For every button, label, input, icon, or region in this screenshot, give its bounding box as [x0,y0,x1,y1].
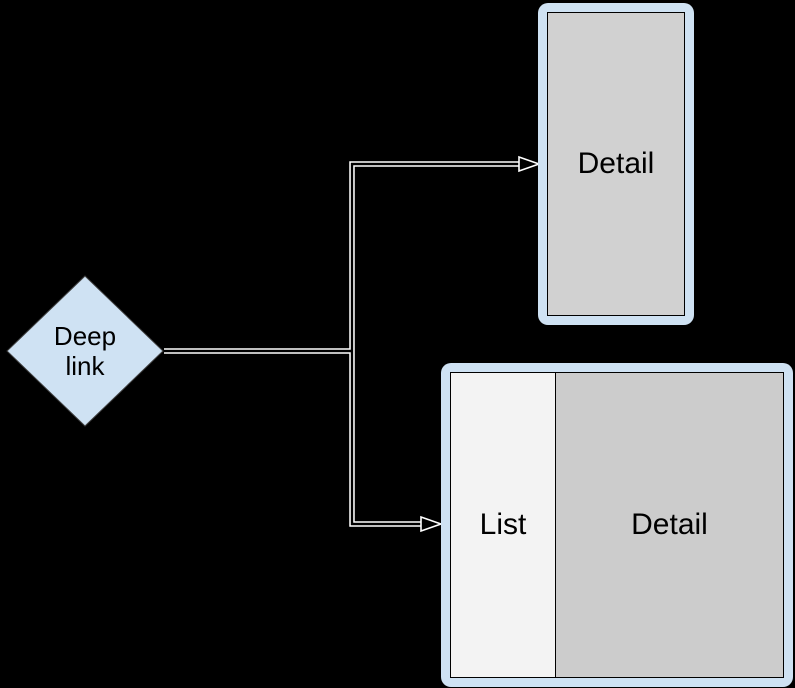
connector-core-group [164,162,521,526]
connector-to-detail-core [350,162,521,351]
list-detail-screen-frame: List Detail [441,363,793,687]
deep-link-label: Deep link [53,321,117,381]
arrowhead-to-list-detail-icon [420,515,444,533]
list-pane: List [450,372,555,678]
connector-to-detail-casing [349,161,521,351]
detail-screen-frame: Detail [538,3,694,325]
detail-screen-label: Detail [577,147,655,180]
detail-pane-label: Detail [631,508,708,541]
arrowhead-to-detail-icon [518,155,542,173]
detail-screen-pane: Detail [547,12,685,316]
deep-link-diamond [6,275,164,427]
connector-to-list-detail-casing [349,351,423,527]
detail-pane: Detail [555,372,784,678]
connector-to-list-detail-core [350,351,423,526]
list-pane-label: List [479,508,527,541]
